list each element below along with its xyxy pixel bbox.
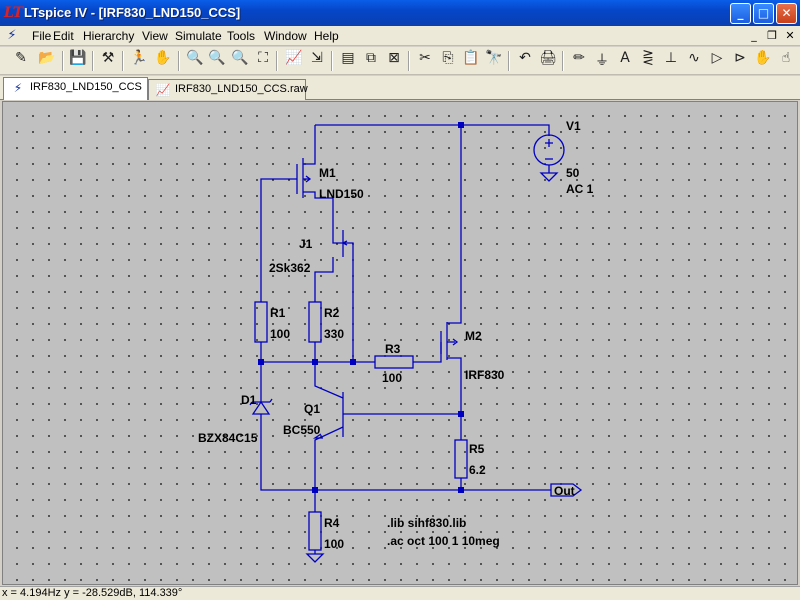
menu-view[interactable]: View	[142, 29, 168, 43]
label-d1-value: BZX84C15	[198, 431, 258, 445]
menu-hierarchy[interactable]: Hierarchy	[83, 29, 135, 43]
label-r5-value: 6.2	[469, 463, 486, 477]
print-icon[interactable]: 🖨	[539, 50, 557, 66]
zoom-pan-icon[interactable]: 🔍	[208, 50, 226, 66]
cursor-readout: x = 4.194Hz y = -28.529dB, 114.339°	[2, 587, 183, 599]
close-window-icon[interactable]: ⊠	[388, 50, 400, 66]
out-port-shape[interactable]	[550, 483, 583, 497]
move-icon[interactable]: ✋	[754, 50, 772, 66]
ltspice-logo-icon: LT	[4, 5, 24, 21]
spice-directive-ac[interactable]: .ac oct 100 1 10meg	[387, 534, 500, 548]
minimize-button[interactable]: _	[730, 3, 751, 24]
ground-r4	[305, 553, 325, 563]
find-icon[interactable]: 🔭	[485, 50, 503, 66]
label-q1-value: BC550	[283, 423, 321, 437]
status-bar: x = 4.194Hz y = -28.529dB, 114.339°	[0, 586, 800, 600]
zoom-fit-icon[interactable]: ⛶	[258, 50, 268, 66]
inductor-icon[interactable]: ∿	[688, 50, 700, 66]
label-m2-ref: M2	[465, 329, 482, 343]
ground-v1	[539, 172, 559, 182]
label-r2-ref: R2	[324, 306, 340, 320]
tile-horizontal-icon[interactable]: ▤	[341, 50, 355, 66]
close-button[interactable]: ✕	[776, 3, 797, 24]
drag-icon[interactable]: ☝	[781, 50, 791, 66]
waveform-icon: 📈	[155, 83, 171, 97]
menu-file[interactable]: File	[32, 29, 52, 43]
mdi-minimize-button[interactable]: _	[751, 29, 757, 42]
schematic-canvas[interactable]: M1 LND150 J1 2Sk362 R1 100 R2 330 R3 100…	[2, 101, 798, 585]
ground-icon[interactable]: ⏚	[595, 53, 609, 69]
open-schematic-icon[interactable]: ✎	[15, 50, 27, 66]
label-r1-value: 100	[270, 327, 290, 341]
label-r4-value: 100	[324, 537, 344, 551]
diode-icon[interactable]: ▷	[711, 50, 723, 66]
label-r5-ref: R5	[469, 442, 485, 456]
label-r2-value: 330	[324, 327, 344, 341]
schematic-icon: ⚡	[13, 81, 23, 95]
undo-icon[interactable]: ↶	[519, 50, 531, 66]
save-icon[interactable]: 💾	[69, 50, 87, 66]
junctions	[258, 122, 464, 493]
window-title: LTspice IV - [IRF830_LND150_CCS]	[24, 5, 241, 20]
tab-label: IRF830_LND150_CCS	[30, 81, 142, 93]
paste-icon[interactable]: 📋	[462, 50, 480, 66]
tab-label: IRF830_LND150_CCS.raw	[175, 83, 308, 95]
control-panel-icon[interactable]: ⚒	[101, 50, 115, 66]
menu-simulate[interactable]: Simulate	[175, 29, 222, 43]
spice-directive-lib[interactable]: .lib sihf830.lib	[387, 516, 466, 530]
toolbar: ✎ 📂 💾 ⚒ 🏃 ✋ 🔍 🔍 🔍 ⛶ 📈 ⇲ ▤ ⧉ ⊠ ✂ ⎘ 📋 🔭 ↶ …	[0, 47, 800, 75]
label-r3-ref: R3	[385, 342, 401, 356]
resistor-r5[interactable]	[454, 439, 468, 479]
resistor-icon[interactable]: ⋛	[642, 50, 654, 66]
waveform-icon[interactable]: 📈	[285, 50, 303, 66]
cut-icon[interactable]: ✂	[419, 50, 431, 66]
pencil-icon[interactable]: ✏	[573, 50, 585, 66]
label-m2-value: IRF830	[465, 368, 505, 382]
menu-bar: ⚡ File Edit Hierarchy View Simulate Tool…	[0, 26, 800, 46]
label-v1-value: 50	[566, 166, 580, 180]
label-m1-ref: M1	[319, 166, 336, 180]
label-j1-ref: J1	[299, 237, 313, 251]
component-icon[interactable]: ⊳	[734, 50, 746, 66]
schematic-doc-icon[interactable]: ⚡	[7, 28, 17, 43]
mdi-close-button[interactable]: ✕	[785, 29, 795, 42]
label-r4-ref: R4	[324, 516, 340, 530]
cascade-icon[interactable]: ⧉	[366, 50, 376, 66]
title-bar: LT LTspice IV - [IRF830_LND150_CCS] _ □ …	[0, 0, 800, 26]
voltage-source-v1[interactable]	[533, 134, 565, 166]
menu-help[interactable]: Help	[314, 29, 339, 43]
tab-waveform[interactable]: 📈 IRF830_LND150_CCS.raw	[148, 79, 308, 100]
resistor-r4[interactable]	[308, 511, 322, 551]
menu-tools[interactable]: Tools	[227, 29, 256, 43]
label-q1-ref: Q1	[304, 402, 320, 416]
schematic-drawing: M1 LND150 J1 2Sk362 R1 100 R2 330 R3 100…	[198, 119, 594, 563]
label-d1-ref: D1	[241, 393, 257, 407]
label-r1-ref: R1	[270, 306, 286, 320]
mdi-restore-button[interactable]: ❐	[767, 29, 777, 42]
tab-schematic[interactable]: ⚡ IRF830_LND150_CCS	[3, 77, 148, 100]
label-m1-value: LND150	[319, 187, 364, 201]
label-v1-ref: V1	[566, 119, 581, 133]
label-j1-value: 2Sk362	[269, 261, 311, 275]
resistor-r1[interactable]	[254, 301, 268, 343]
halt-icon[interactable]: ✋	[154, 50, 172, 66]
run-icon[interactable]: 🏃	[130, 50, 148, 66]
autorange-icon[interactable]: ⇲	[311, 50, 323, 66]
label-out: Out	[554, 484, 575, 498]
label-r3-value: 100	[382, 371, 402, 385]
menu-window[interactable]: Window	[264, 29, 307, 43]
capacitor-icon[interactable]: ⊥	[664, 50, 678, 66]
open-file-icon[interactable]: 📂	[38, 50, 56, 66]
copy-icon[interactable]: ⎘	[442, 50, 454, 66]
resistor-r3[interactable]	[374, 355, 414, 369]
label-icon[interactable]: A	[620, 50, 630, 66]
document-tab-bar: ⚡ IRF830_LND150_CCS 📈 IRF830_LND150_CCS.…	[0, 76, 800, 100]
label-v1-ac: AC 1	[566, 182, 594, 196]
menu-edit[interactable]: Edit	[53, 29, 74, 43]
resistor-r2[interactable]	[308, 301, 322, 343]
maximize-button[interactable]: □	[753, 3, 774, 24]
zoom-out-icon[interactable]: 🔍	[231, 50, 249, 66]
zoom-in-icon[interactable]: 🔍	[186, 50, 204, 66]
wires	[260, 124, 551, 554]
